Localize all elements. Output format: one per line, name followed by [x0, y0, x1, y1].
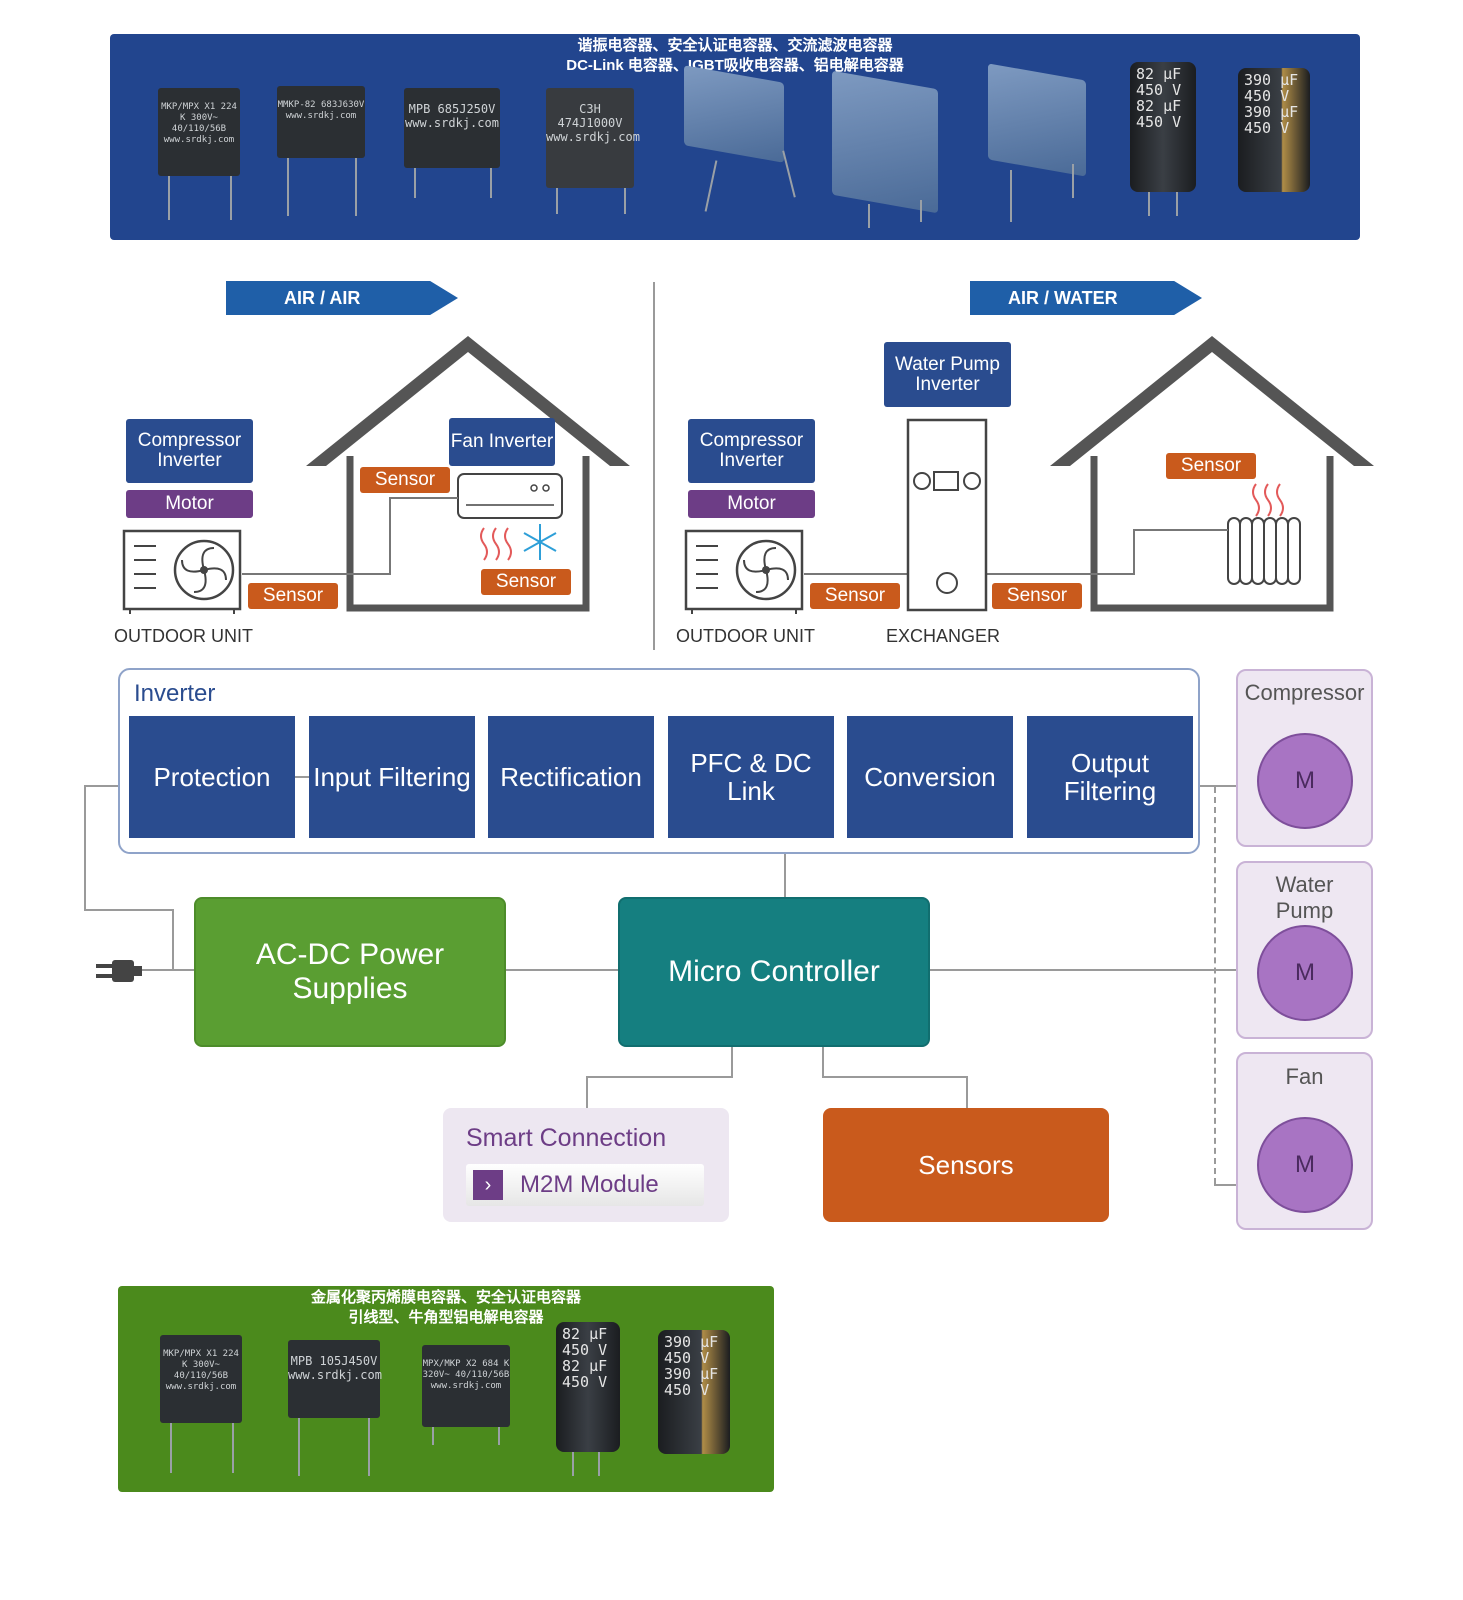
- motor-label: Motor: [688, 490, 815, 518]
- air-air-banner: AIR / AIR: [226, 281, 458, 315]
- electrolytic-capacitor-image: 82 μF 450 V 82 μF 450 V: [556, 1322, 620, 1452]
- connector-line: [822, 1046, 824, 1078]
- connector-line: [822, 1076, 968, 1078]
- capacitor-image: MPB 685J250V www.srdkj.com: [404, 88, 500, 168]
- snap-in-capacitor-image: 390 μF 450 V 390 μF 450 V: [658, 1330, 730, 1454]
- inverter-title: Inverter: [134, 680, 216, 707]
- micro-controller-block: Micro Controller: [618, 897, 930, 1047]
- capacitor-lead: [498, 1427, 500, 1445]
- motor-label: Motor: [126, 490, 253, 518]
- capacitor-image: MKP/MPX X1 224 K 300V~ 40/110/56B www.sr…: [158, 88, 240, 176]
- stage-conversion: Conversion: [847, 716, 1013, 838]
- capacitor-lead: [556, 188, 558, 214]
- capacitor-lead: [490, 168, 492, 198]
- snap-in-capacitor-image: 390 μF 450 V 390 μF 450 V: [1238, 68, 1310, 192]
- capacitor-image: MPB 105J450V www.srdkj.com: [288, 1340, 382, 1418]
- stage-rectification: Rectification: [488, 716, 654, 838]
- connector-line: [586, 1076, 733, 1078]
- capacitor-lead: [287, 158, 289, 216]
- connector-line: [294, 776, 310, 778]
- capacitor-lead: [624, 188, 626, 214]
- connector-line: [586, 1076, 588, 1108]
- capacitor-lead: [1148, 192, 1150, 216]
- capacitor-image: MPX/MKP X2 684 K 320V~ 40/110/56B www.sr…: [422, 1345, 510, 1427]
- connector-line: [966, 1076, 968, 1108]
- sensor-label: Sensor: [481, 569, 571, 595]
- connector-line: [84, 785, 130, 787]
- capacitor-lead: [232, 1423, 234, 1473]
- stage-output-filtering: Output Filtering: [1027, 716, 1193, 838]
- bottom-panel-line1: 金属化聚丙烯膜电容器、安全认证电容器: [310, 1289, 581, 1306]
- water-pump-motor-title: Water Pump: [1275, 872, 1334, 923]
- ac-dc-power-supplies-block: AC-DC Power Supplies: [194, 897, 506, 1047]
- sensors-block: Sensors: [823, 1108, 1109, 1222]
- power-plug-icon: [96, 960, 142, 982]
- capacitor-image: MMKP-82 683J630V www.srdkj.com: [277, 86, 365, 158]
- outdoor-unit-label: OUTDOOR UNIT: [114, 626, 253, 646]
- electrolytic-capacitor-image: 82 μF 450 V 82 μF 450 V: [1130, 62, 1196, 192]
- sensor-label: Sensor: [810, 583, 900, 609]
- capacitor-lead: [170, 1423, 172, 1473]
- capacitor-lead: [920, 200, 922, 222]
- stage-protection: Protection: [129, 716, 295, 838]
- compressor-inverter-label: Compressor Inverter: [688, 419, 815, 483]
- stage-input-filtering: Input Filtering: [309, 716, 475, 838]
- connector-line: [506, 969, 620, 971]
- outdoor-unit-label: OUTDOOR UNIT: [676, 626, 815, 646]
- inverter-frame: [118, 668, 1200, 854]
- connector-line: [1192, 785, 1237, 787]
- capacitor-lead: [572, 1452, 574, 1476]
- capacitor-image: MKP/MPX X1 224 K 300V~ 40/110/56B www.sr…: [160, 1335, 242, 1423]
- compressor-inverter-label: Compressor Inverter: [126, 419, 253, 483]
- air-water-banner: AIR / WATER: [970, 281, 1202, 315]
- m2m-module-label: M2M Module: [520, 1171, 659, 1198]
- dashed-connector: [1214, 787, 1216, 1184]
- fan-inverter-label: Fan Inverter: [449, 418, 555, 466]
- capacitor-lead: [368, 1418, 370, 1476]
- compressor-motor-title: Compressor: [1244, 680, 1365, 705]
- stage-pfc-dc-link: PFC & DC Link: [668, 716, 834, 838]
- capacitor-lead: [1072, 164, 1074, 198]
- motor-symbol: M: [1257, 1117, 1353, 1213]
- sensor-label: Sensor: [360, 467, 450, 493]
- top-panel-line1: 谐振电容器、安全认证电容器、交流滤波电容器: [577, 37, 893, 54]
- connector-line: [1214, 1184, 1237, 1186]
- bottom-panel-title: 金属化聚丙烯膜电容器、安全认证电容器 引线型、牛角型铝电解电容器: [118, 1288, 774, 1328]
- capacitor-lead: [355, 158, 357, 216]
- connector-line: [731, 1046, 733, 1078]
- top-panel-line2: DC-Link 电容器、IGBT吸收电容器、铝电解电容器: [566, 57, 904, 74]
- capacitor-lead: [432, 1427, 434, 1445]
- exchanger-label: EXCHANGER: [886, 626, 1001, 646]
- capacitor-lead: [1010, 170, 1012, 222]
- motor-symbol: M: [1257, 733, 1353, 829]
- sensor-label: Sensor: [992, 583, 1082, 609]
- capacitor-lead: [1176, 192, 1178, 216]
- m2m-module-row[interactable]: [466, 1164, 704, 1206]
- capacitor-lead: [168, 176, 170, 220]
- connector-line: [929, 969, 1237, 971]
- motor-symbol: M: [1257, 925, 1353, 1021]
- connector-line: [84, 785, 86, 911]
- connector-line: [140, 969, 196, 971]
- sensor-label: Sensor: [1166, 453, 1256, 479]
- heat-pump-illustration: [122, 336, 1374, 614]
- bottom-panel-line2: 引线型、牛角型铝电解电容器: [348, 1309, 544, 1326]
- connector-line: [172, 909, 174, 971]
- capacitor-lead: [598, 1452, 600, 1476]
- section-divider: [653, 282, 655, 650]
- capacitor-lead: [230, 176, 232, 220]
- sensor-label: Sensor: [248, 583, 338, 609]
- top-panel-title: 谐振电容器、安全认证电容器、交流滤波电容器 DC-Link 电容器、IGBT吸收…: [110, 36, 1360, 76]
- smart-connection-title: Smart Connection: [466, 1124, 667, 1152]
- water-pump-inverter-label: Water Pump Inverter: [884, 342, 1011, 407]
- connector-line: [84, 909, 174, 911]
- chevron-right-icon[interactable]: ›: [473, 1170, 503, 1200]
- capacitor-image: C3H 474J1000V www.srdkj.com: [546, 88, 640, 188]
- connector-line: [784, 854, 786, 898]
- capacitor-lead: [868, 204, 870, 228]
- fan-motor-title: Fan: [1285, 1064, 1324, 1089]
- capacitor-lead: [298, 1418, 300, 1476]
- capacitor-lead: [414, 168, 416, 198]
